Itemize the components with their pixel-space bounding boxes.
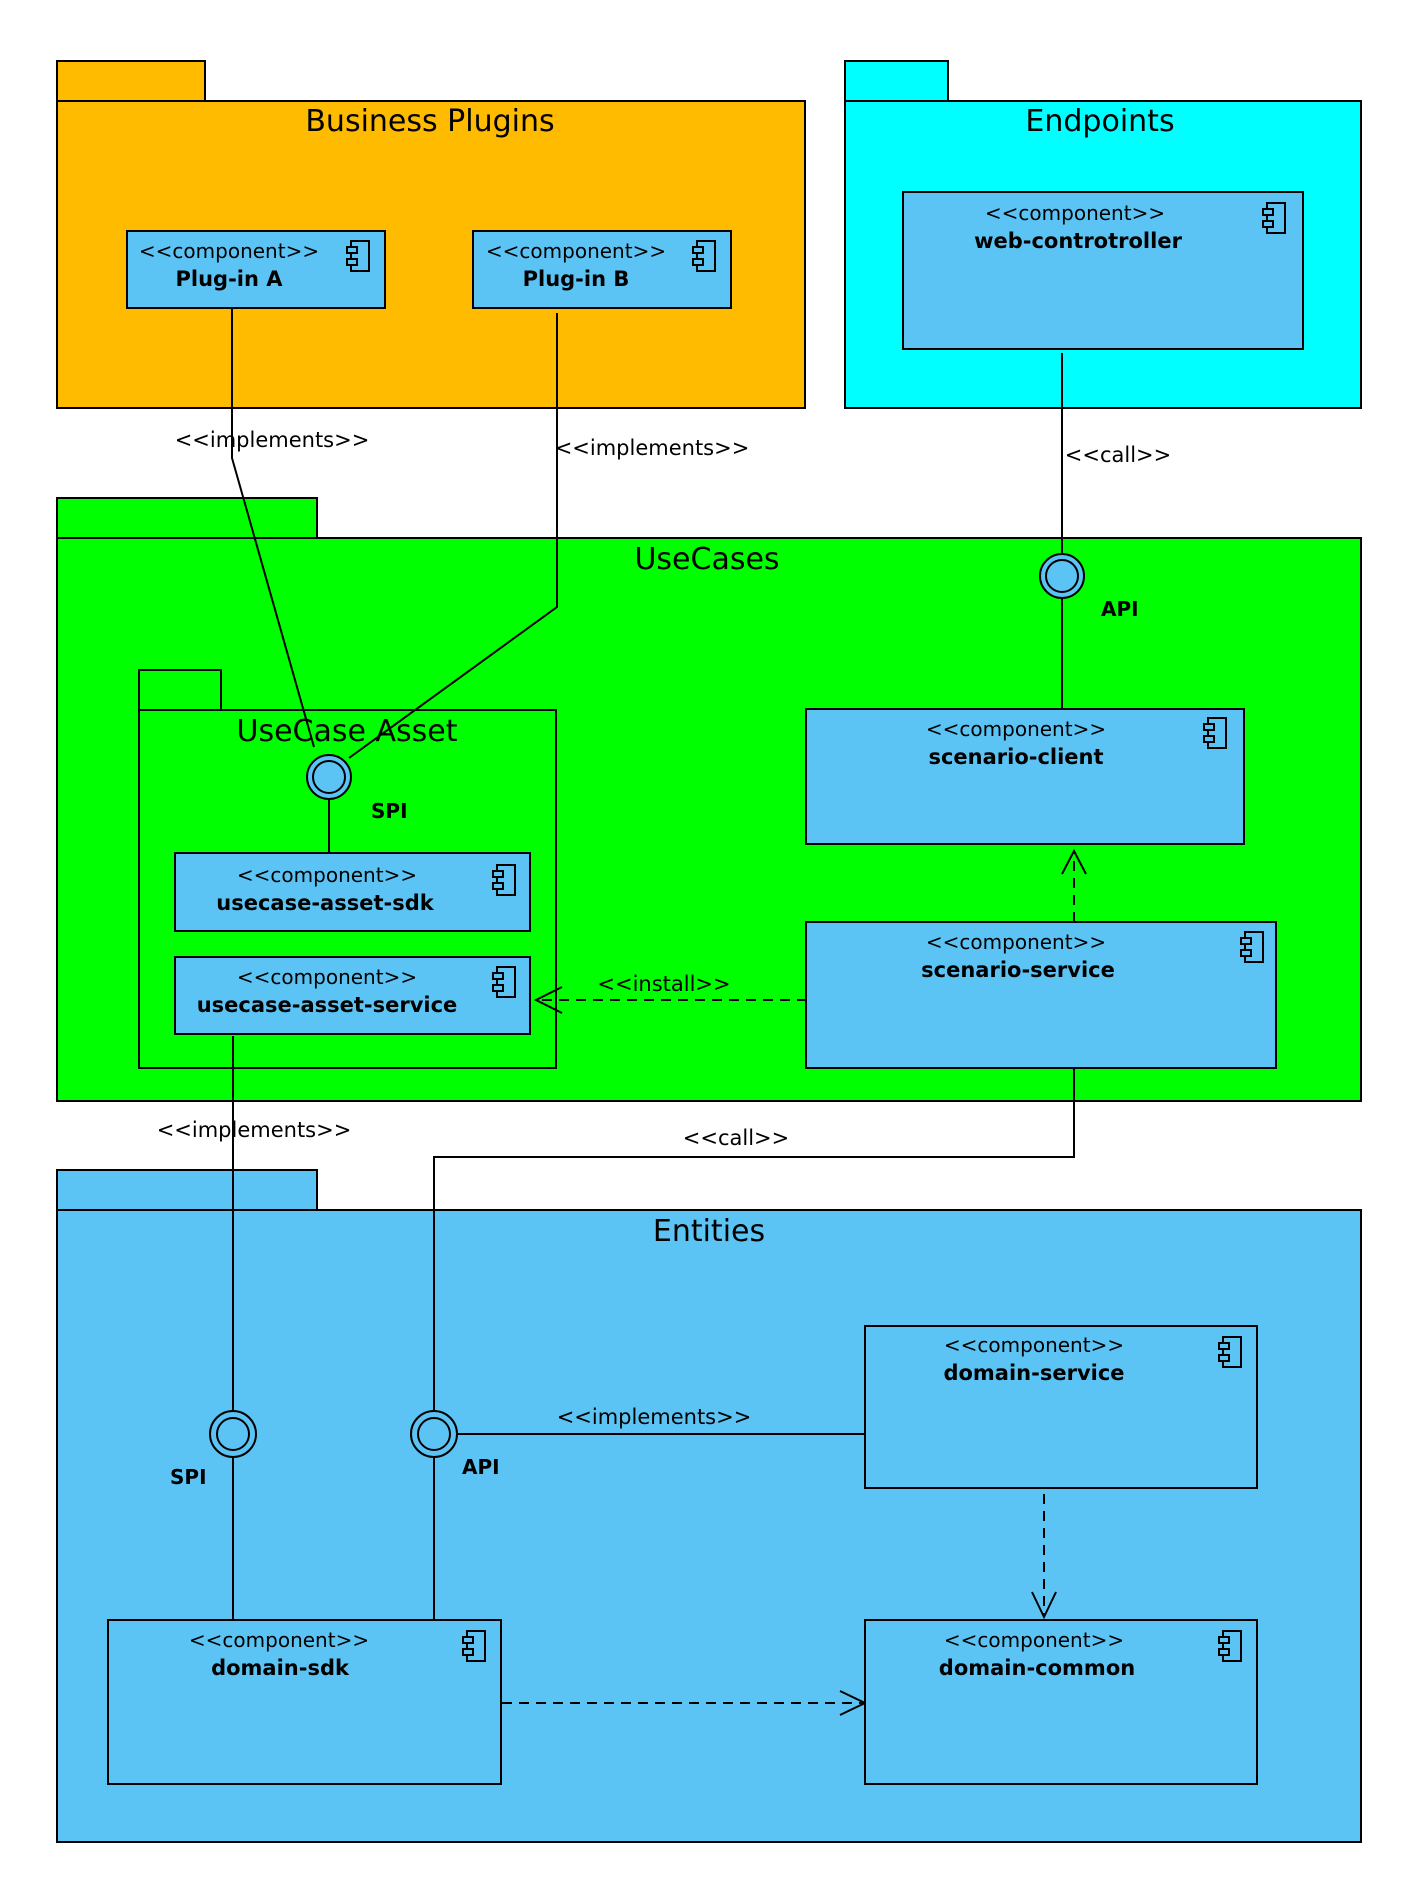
package-title-endpoints: Endpoints [1025,104,1174,139]
interface-asset-spi: SPI [306,754,408,823]
interface-label-entities-api: API [462,1455,500,1479]
stereotype-usecase-asset-service: <<component>> [237,965,417,989]
interface-usecases-api: API [1039,553,1139,621]
stereotype-scenario-client: <<component>> [926,717,1106,741]
edge-label-asset-service-implements: <<implements>> [157,1118,352,1142]
edge-plugin-a-implements [231,309,315,748]
stereotype-scenario-service: <<component>> [926,930,1106,954]
component-scenario-service[interactable]: <<component>> scenario-service [805,921,1277,1069]
component-domain-sdk[interactable]: <<component>> domain-sdk [107,1619,502,1785]
stereotype-usecase-asset-sdk: <<component>> [237,863,417,887]
edge-label-install: <<install>> [597,972,730,996]
component-name-usecase-asset-service: usecase-asset-service [197,993,458,1017]
interface-label-asset-spi: SPI [371,799,408,823]
edge-plugin-b-implements [348,313,558,759]
stereotype-domain-service: <<component>> [944,1333,1124,1357]
edge-label-domain-service-implements: <<implements>> [557,1405,752,1429]
component-name-domain-common: domain-common [939,1656,1135,1680]
package-title-entities: Entities [653,1214,765,1249]
package-title-usecases: UseCases [634,542,779,577]
component-name-usecase-asset-sdk: usecase-asset-sdk [216,891,434,915]
component-scenario-client[interactable]: <<component>> scenario-client [805,708,1245,845]
component-plugin-b[interactable]: <<component>> Plug-in B [472,230,732,309]
interface-entities-spi: SPI [170,1410,257,1489]
interface-label-entities-spi: SPI [170,1465,207,1489]
component-name-plugin-a: Plug-in A [176,267,284,291]
edge-label-web-call: <<call>> [1065,443,1171,467]
arrow-head-service-to-client [1061,848,1087,875]
stereotype-domain-common: <<component>> [944,1628,1124,1652]
stereotype-web-controller: <<component>> [985,201,1165,225]
component-name-domain-sdk: domain-sdk [211,1656,350,1680]
stereotype-domain-sdk: <<component>> [189,1628,369,1652]
interface-label-usecases-api: API [1101,597,1139,621]
component-web-controller[interactable]: <<component>> web-controtroller [902,191,1304,350]
stereotype-plugin-b: <<component>> [486,239,666,263]
package-title-usecase-asset: UseCase Asset [236,714,457,749]
arrow-head-install [533,986,563,1014]
edge-scenario-call [433,1069,1075,1410]
component-plugin-a[interactable]: <<component>> Plug-in A [126,230,386,309]
package-title-business-plugins: Business Plugins [305,104,554,139]
component-name-scenario-service: scenario-service [921,958,1115,982]
component-name-scenario-client: scenario-client [928,745,1103,769]
arrow-head-domain-service-common [1031,1591,1057,1620]
edge-label-plugin-b-implements: <<implements>> [555,436,750,460]
component-name-domain-service: domain-service [943,1361,1124,1385]
interface-entities-api: API [410,1410,500,1479]
component-usecase-asset-sdk[interactable]: <<component>> usecase-asset-sdk [174,852,531,932]
edge-label-plugin-a-implements: <<implements>> [175,428,370,452]
component-domain-service[interactable]: <<component>> domain-service [864,1325,1258,1489]
stereotype-plugin-a: <<component>> [139,239,319,263]
component-domain-common[interactable]: <<component>> domain-common [864,1619,1258,1785]
component-name-plugin-b: Plug-in B [523,267,630,291]
component-name-web-controller: web-controtroller [974,229,1183,253]
edge-label-scenario-call: <<call>> [683,1126,789,1150]
component-usecase-asset-service[interactable]: <<component>> usecase-asset-service [174,956,531,1035]
